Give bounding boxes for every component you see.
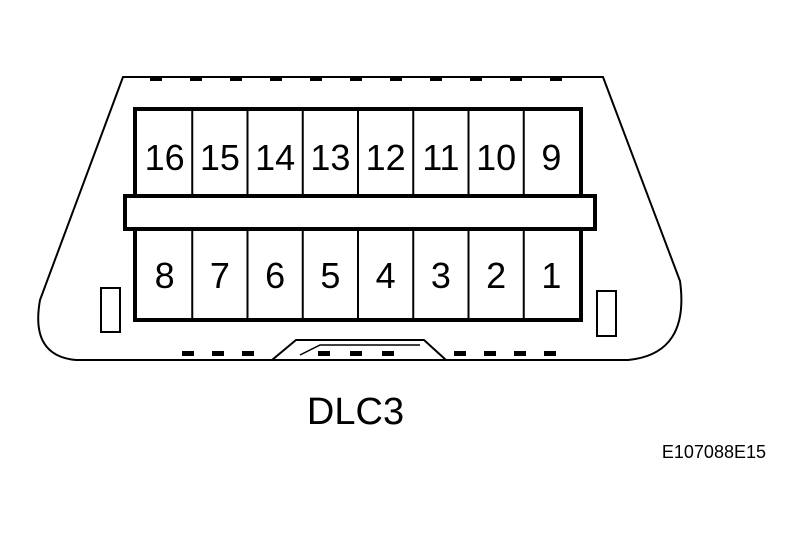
pin-11-label: 11 xyxy=(422,137,459,178)
pin-6-label: 6 xyxy=(265,255,285,296)
connector-bottom-key xyxy=(271,339,447,361)
pin-3-label: 3 xyxy=(431,255,451,296)
pin-7-label: 7 xyxy=(210,255,230,296)
left-guide-slot xyxy=(100,287,121,333)
pin-1-label: 1 xyxy=(541,255,561,296)
connector-name-caption: DLC3 xyxy=(306,391,405,433)
pin-5-label: 5 xyxy=(320,255,340,296)
pin-16-label: 16 xyxy=(145,137,185,178)
pin-8-label: 8 xyxy=(155,255,175,296)
pin-4-label: 4 xyxy=(376,255,396,296)
right-guide-slot xyxy=(596,290,617,337)
center-separator-bar xyxy=(123,194,597,231)
pin-9-label: 9 xyxy=(541,137,561,178)
pin-12-label: 12 xyxy=(366,137,406,178)
pin-2-label: 2 xyxy=(486,255,506,296)
figure-id-label: E107088E15 xyxy=(661,442,766,462)
pin-10-label: 10 xyxy=(476,137,516,178)
connector-housing-outline xyxy=(37,76,683,361)
housing-bottom-notches xyxy=(182,351,556,356)
pin-15-label: 15 xyxy=(200,137,240,178)
housing-top-notches xyxy=(150,77,562,81)
pin-14-label: 14 xyxy=(255,137,295,178)
pin-13-label: 13 xyxy=(310,137,350,178)
